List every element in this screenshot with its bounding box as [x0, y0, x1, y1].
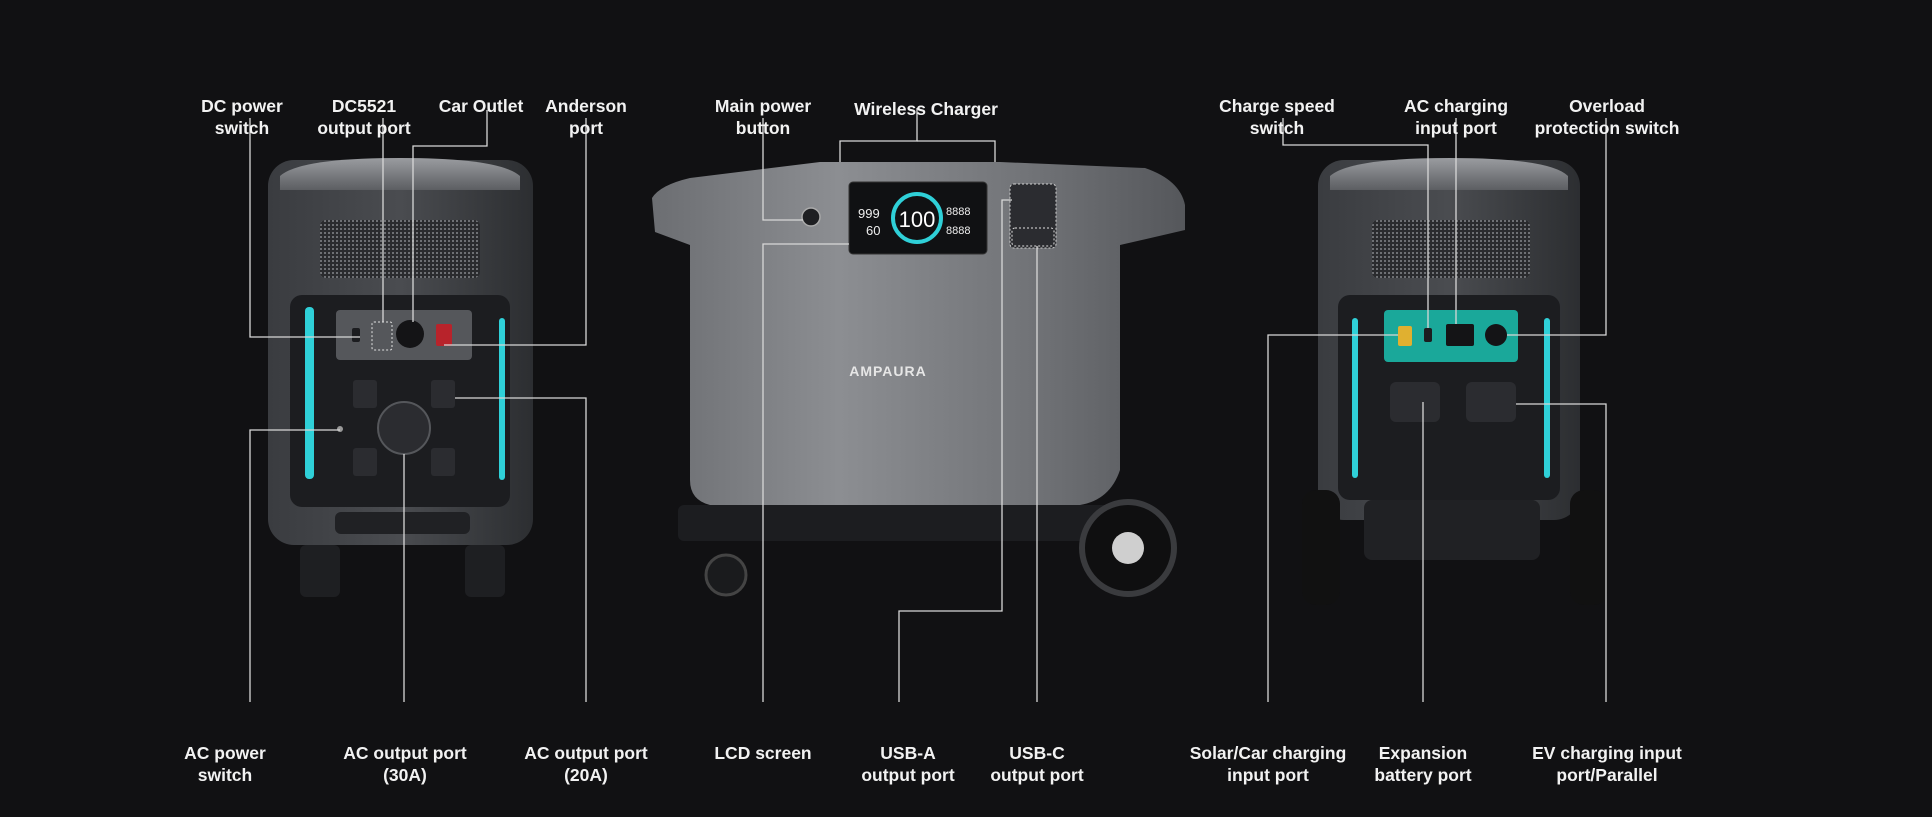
- right-unit-right-wheel-icon: [1570, 490, 1608, 605]
- center-unit-side: 100 999 60 8888 8888 AMPAURA: [652, 162, 1185, 597]
- label-ac-output-port-30a: AC output port(30A): [343, 743, 467, 785]
- label-ac-output-port-20a: AC output port(20A): [524, 743, 648, 785]
- caster-wheel-icon: [704, 553, 748, 597]
- right-wheel-icon: [465, 545, 505, 597]
- ac-outlet-icon: [431, 448, 455, 476]
- solar-car-input-icon: [1398, 326, 1412, 346]
- left-unit-vent: [320, 220, 480, 278]
- left-unit-base: [335, 512, 470, 534]
- left-unit-handle: [280, 158, 520, 190]
- left-unit-front: [268, 158, 533, 597]
- usb-a-ports-icon: [1009, 183, 1057, 249]
- leader-wireless-charger: [839, 108, 918, 162]
- leader-overload-protection-switch: [1507, 118, 1607, 336]
- ac-outlet-icon: [353, 448, 377, 476]
- lcd-right-bottom: 8888: [946, 225, 970, 237]
- right-unit-left-wheel-icon: [1302, 490, 1340, 605]
- leader-anderson-port: [444, 118, 587, 346]
- label-wireless-charger: Wireless Charger: [854, 99, 998, 119]
- lcd-screen: [848, 181, 988, 255]
- anderson-port-icon: [436, 324, 452, 346]
- left-wheel-icon: [300, 545, 340, 597]
- right-unit-vent: [1372, 220, 1530, 278]
- ev-charging-port-icon: [1466, 382, 1516, 422]
- leader-car-outlet: [412, 110, 488, 322]
- dc-power-switch-icon: [352, 328, 360, 342]
- car-outlet-icon: [396, 320, 424, 348]
- leader-ev-charging-input-port: [1516, 403, 1607, 702]
- label-car-outlet: Car Outlet: [438, 96, 524, 116]
- lcd-left-bottom: 60: [866, 223, 880, 238]
- right-light-strip: [1544, 318, 1550, 478]
- right-unit-base: [1364, 500, 1540, 560]
- ac-power-switch-icon: [337, 426, 343, 432]
- charge-speed-switch-icon: [1424, 328, 1432, 342]
- overload-protection-switch-icon: [1485, 324, 1507, 346]
- right-unit-handle: [1330, 158, 1568, 190]
- wheel-hub-icon: [1112, 532, 1144, 564]
- lcd-center-value: 100: [899, 207, 936, 232]
- ac-charging-input-icon: [1446, 324, 1474, 346]
- label-lcd-screen: LCD screen: [714, 743, 812, 763]
- ac-outlet-icon: [353, 380, 377, 408]
- lcd-battery-ring: [891, 192, 943, 244]
- leader-lcd-screen: [762, 243, 849, 702]
- leader-dc-power-switch: [249, 118, 360, 338]
- lcd-left-top: 999: [858, 206, 880, 221]
- left-light-strip: [1352, 318, 1358, 478]
- leader-usb-a-output-port: [898, 199, 1012, 702]
- ac-outlet-30a-icon: [377, 401, 431, 455]
- leader-solar-car-charging-input-port: [1267, 334, 1398, 702]
- right-unit-back: [1302, 158, 1608, 605]
- right-light-strip: [499, 318, 505, 480]
- leader-wireless-charger-right: [917, 140, 996, 162]
- expansion-battery-port-icon: [1390, 382, 1440, 422]
- leader-ac-output-port-20a: [455, 397, 587, 702]
- center-unit-base: [678, 505, 1138, 541]
- lcd-right-top: 8888: [946, 206, 970, 218]
- dc5521-port-icon: [371, 321, 393, 351]
- leader-charge-speed-switch: [1282, 118, 1429, 328]
- ac-outlet-20a-icon: [431, 380, 455, 408]
- main-power-button-icon: [801, 207, 821, 227]
- leader-ac-power-switch: [249, 429, 340, 702]
- leader-lines: [249, 108, 1607, 702]
- usb-c-ports-icon: [1011, 227, 1055, 247]
- leader-main-power-button: [762, 118, 803, 221]
- left-light-strip: [305, 307, 314, 479]
- brand-logo: AMPAURA: [849, 363, 927, 379]
